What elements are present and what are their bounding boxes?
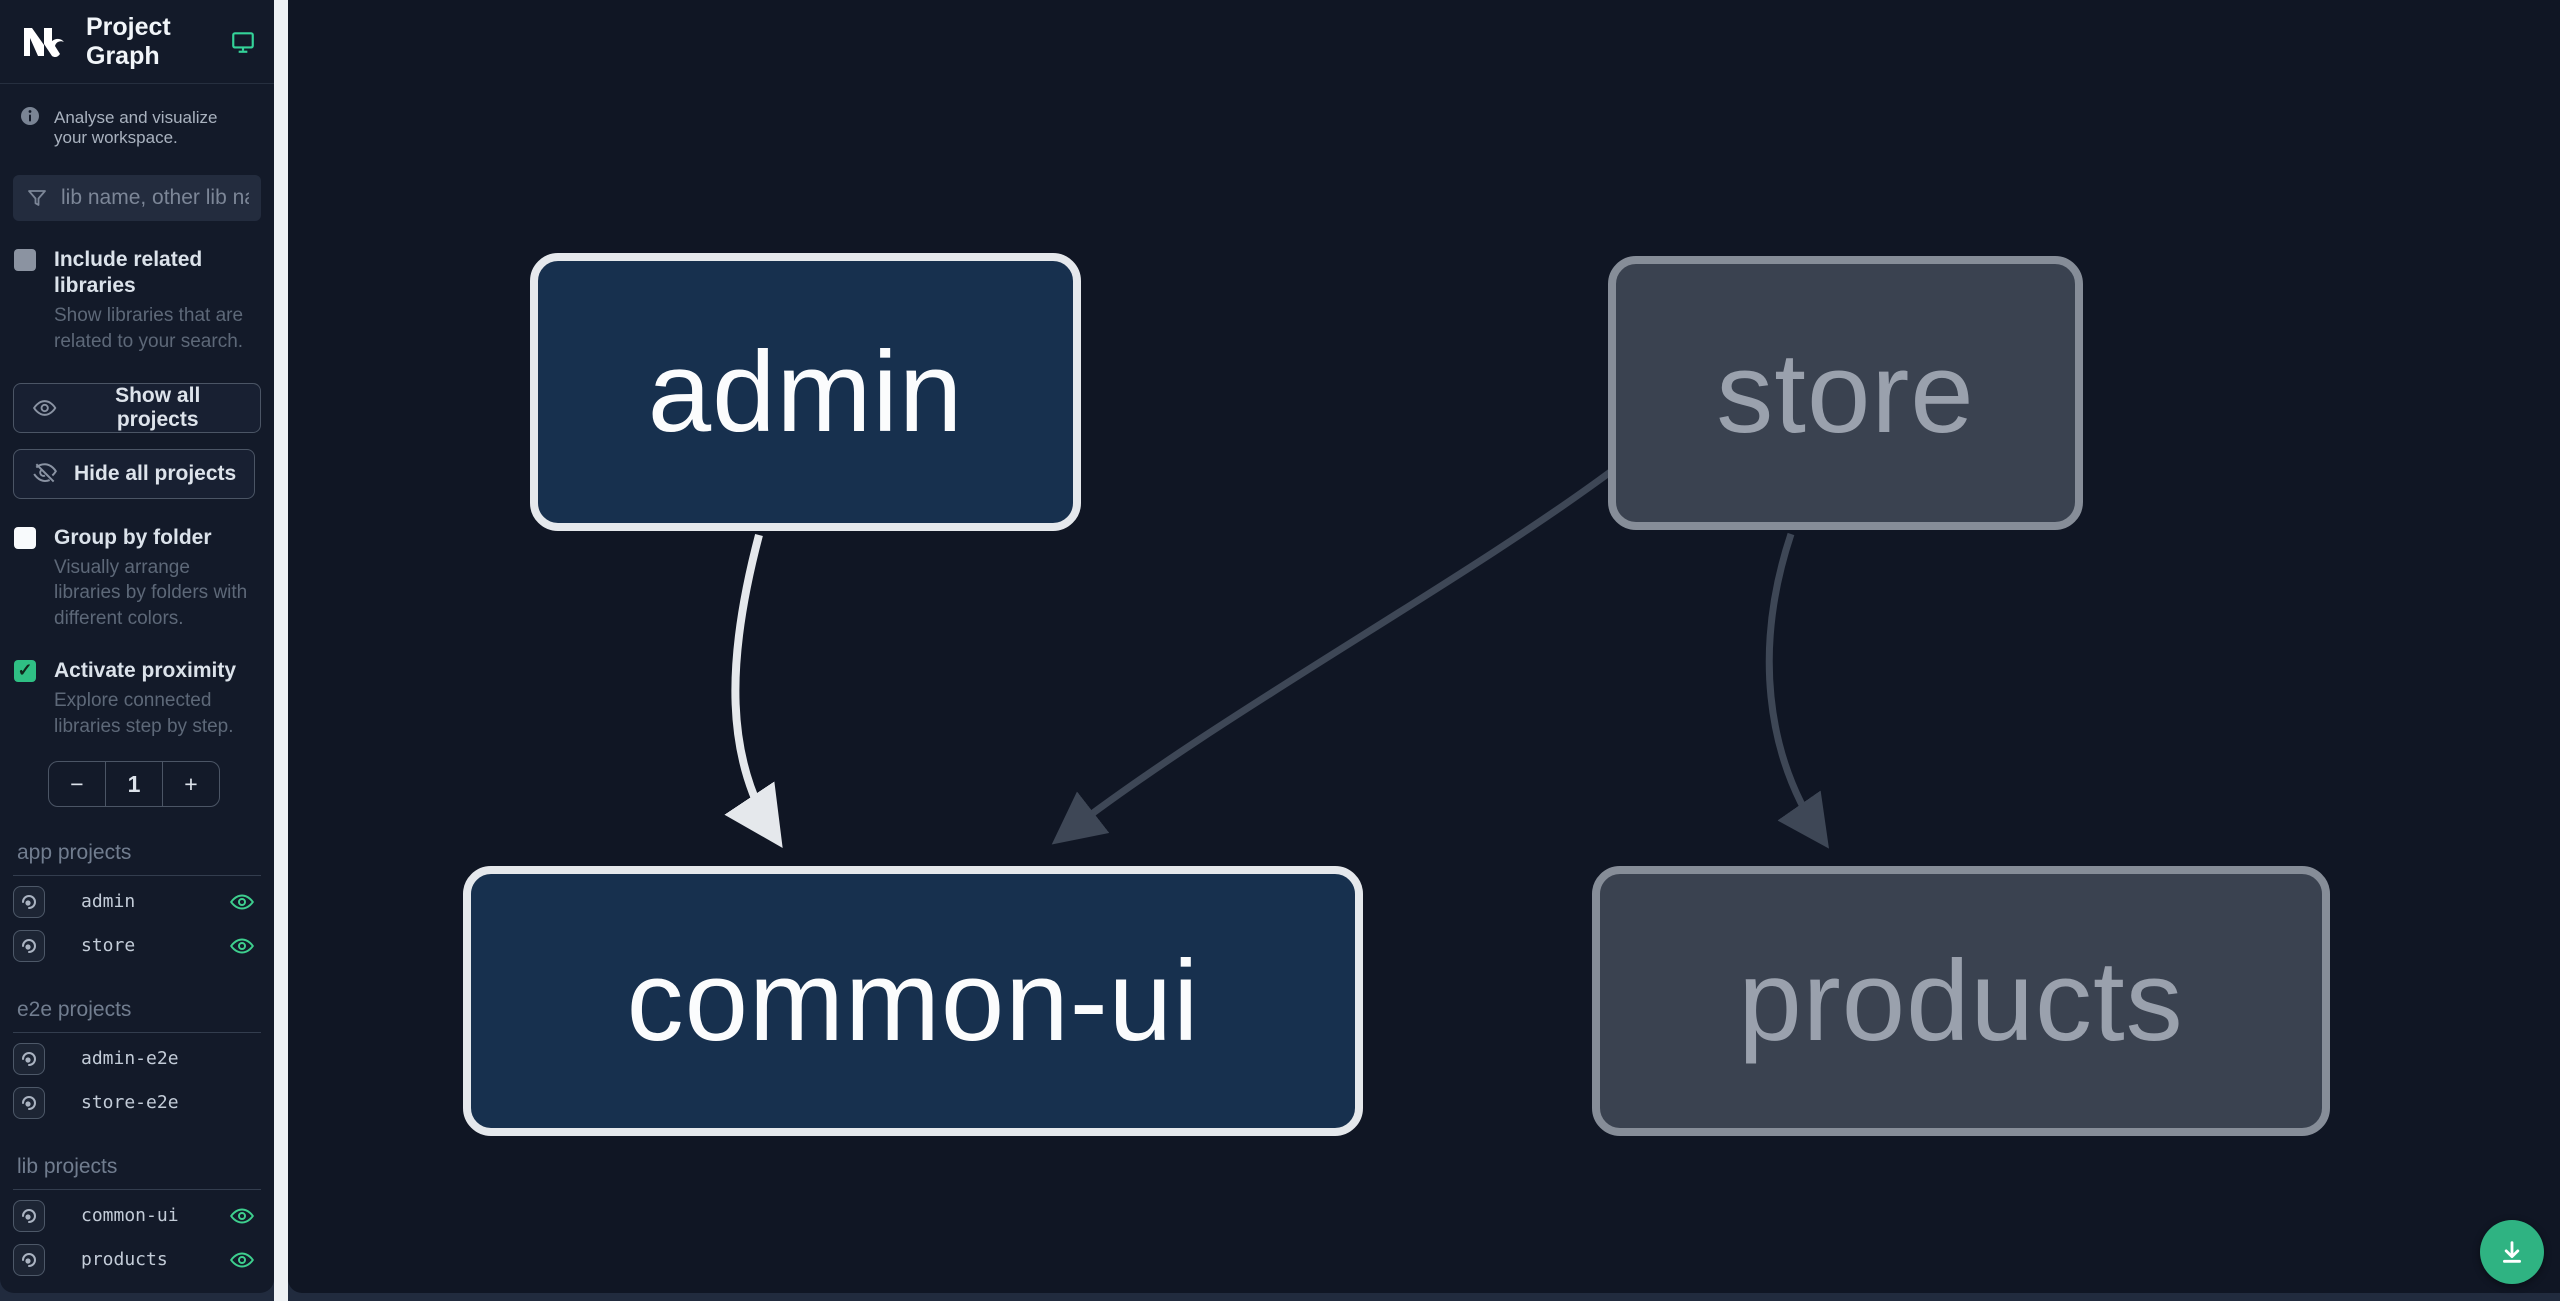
info-icon (21, 107, 39, 125)
graph-node-products[interactable]: products (1592, 866, 2330, 1136)
proximity-decrement-button[interactable]: − (70, 770, 84, 797)
sidebar-header: Project Graph (0, 0, 274, 84)
project-visible-eye-icon[interactable] (229, 1247, 255, 1273)
focus-project-button[interactable] (13, 1243, 45, 1276)
list-item-common-ui: common-ui (0, 1190, 274, 1234)
list-item-admin-e2e: admin-e2e (0, 1033, 274, 1077)
graph-node-common-ui[interactable]: common-ui (463, 866, 1363, 1136)
hide-all-label: Hide all projects (74, 461, 237, 485)
panel-divider (274, 0, 288, 1301)
node-label: common-ui (626, 937, 1200, 1065)
list-item-products: products (0, 1234, 274, 1278)
option-label: Activate proximity (54, 658, 237, 682)
sidebar: Project Graph Analyse and visualize your… (0, 0, 274, 1293)
option-label: Include related libraries (54, 247, 203, 298)
option-include-related: Include related libraries Show libraries… (0, 221, 274, 355)
proximity-increment-button[interactable]: + (184, 770, 198, 797)
option-label: Group by folder (54, 525, 212, 549)
section-heading-lib-projects: lib projects (13, 1121, 261, 1191)
page-title: Project Graph (86, 12, 171, 70)
graph-node-admin[interactable]: admin (530, 253, 1081, 531)
focus-project-button[interactable] (13, 885, 45, 918)
focus-icon (22, 1208, 36, 1223)
list-item-store-e2e: store-e2e (0, 1077, 274, 1121)
focus-project-button[interactable] (13, 929, 45, 962)
option-description: Show libraries that are related to your … (54, 305, 244, 352)
edge-store-to-common-ui (1051, 467, 1616, 845)
checkbox-activate-proximity[interactable]: ✓ (14, 659, 36, 682)
download-graph-button[interactable] (2480, 1220, 2544, 1284)
proximity-stepper: − 1 + (48, 761, 220, 808)
search-box (13, 174, 261, 221)
project-name: store (81, 935, 136, 957)
project-name: products (81, 1249, 168, 1271)
focus-icon (22, 1095, 36, 1110)
checkbox-include-related[interactable] (14, 248, 36, 271)
nx-logo-icon (24, 27, 64, 57)
workspace-info: Analyse and visualize your workspace. (0, 84, 274, 149)
option-description: Visually arrange libraries by folders wi… (54, 556, 248, 630)
graph-node-store[interactable]: store (1608, 256, 2083, 530)
checkbox-group-by-folder[interactable] (14, 526, 36, 549)
monitor-icon[interactable] (230, 29, 256, 55)
project-visible-eye-icon[interactable] (229, 889, 255, 915)
focus-icon (22, 894, 36, 909)
eye-off-icon (33, 462, 57, 482)
graph-canvas[interactable]: admin store common-ui products (288, 0, 2560, 1293)
option-activate-proximity: ✓ Activate proximity Explore connected l… (0, 632, 274, 740)
list-item-admin: admin (0, 876, 274, 920)
project-name: store-e2e (81, 1092, 179, 1114)
project-visible-eye-icon[interactable] (229, 1203, 255, 1229)
node-label: admin (647, 328, 964, 456)
focus-project-button[interactable] (13, 1042, 45, 1075)
show-all-label: Show all projects (115, 383, 201, 431)
project-name: admin-e2e (81, 1048, 179, 1070)
focus-icon (22, 938, 36, 953)
edge-store-to-products (1765, 532, 1829, 849)
show-all-projects-button[interactable]: Show all projects (13, 382, 261, 433)
project-name: common-ui (81, 1205, 179, 1227)
option-description: Explore connected libraries step by step… (54, 689, 234, 737)
search-input[interactable] (61, 185, 249, 210)
tagline-text: Analyse and visualize your workspace. (54, 108, 218, 148)
focus-project-button[interactable] (13, 1199, 45, 1232)
download-icon (2503, 1241, 2521, 1263)
focus-project-button[interactable] (13, 1086, 45, 1119)
filter-icon (28, 189, 46, 206)
node-label: products (1738, 937, 2184, 1065)
focus-icon (22, 1252, 36, 1267)
focus-icon (22, 1051, 36, 1066)
option-group-by-folder: Group by folder Visually arrange librari… (0, 499, 274, 632)
graph-edges (724, 467, 1829, 849)
project-name: admin (81, 891, 136, 913)
section-heading-app-projects: app projects (13, 807, 261, 877)
hide-all-projects-button[interactable]: Hide all projects (13, 448, 256, 499)
node-label: store (1716, 329, 1975, 457)
project-visible-eye-icon[interactable] (229, 933, 255, 959)
edge-admin-to-common-ui (724, 533, 783, 848)
eye-icon (33, 399, 57, 416)
section-heading-e2e-projects: e2e projects (13, 964, 261, 1034)
list-item-store: store (0, 920, 274, 964)
proximity-value: 1 (105, 762, 163, 807)
